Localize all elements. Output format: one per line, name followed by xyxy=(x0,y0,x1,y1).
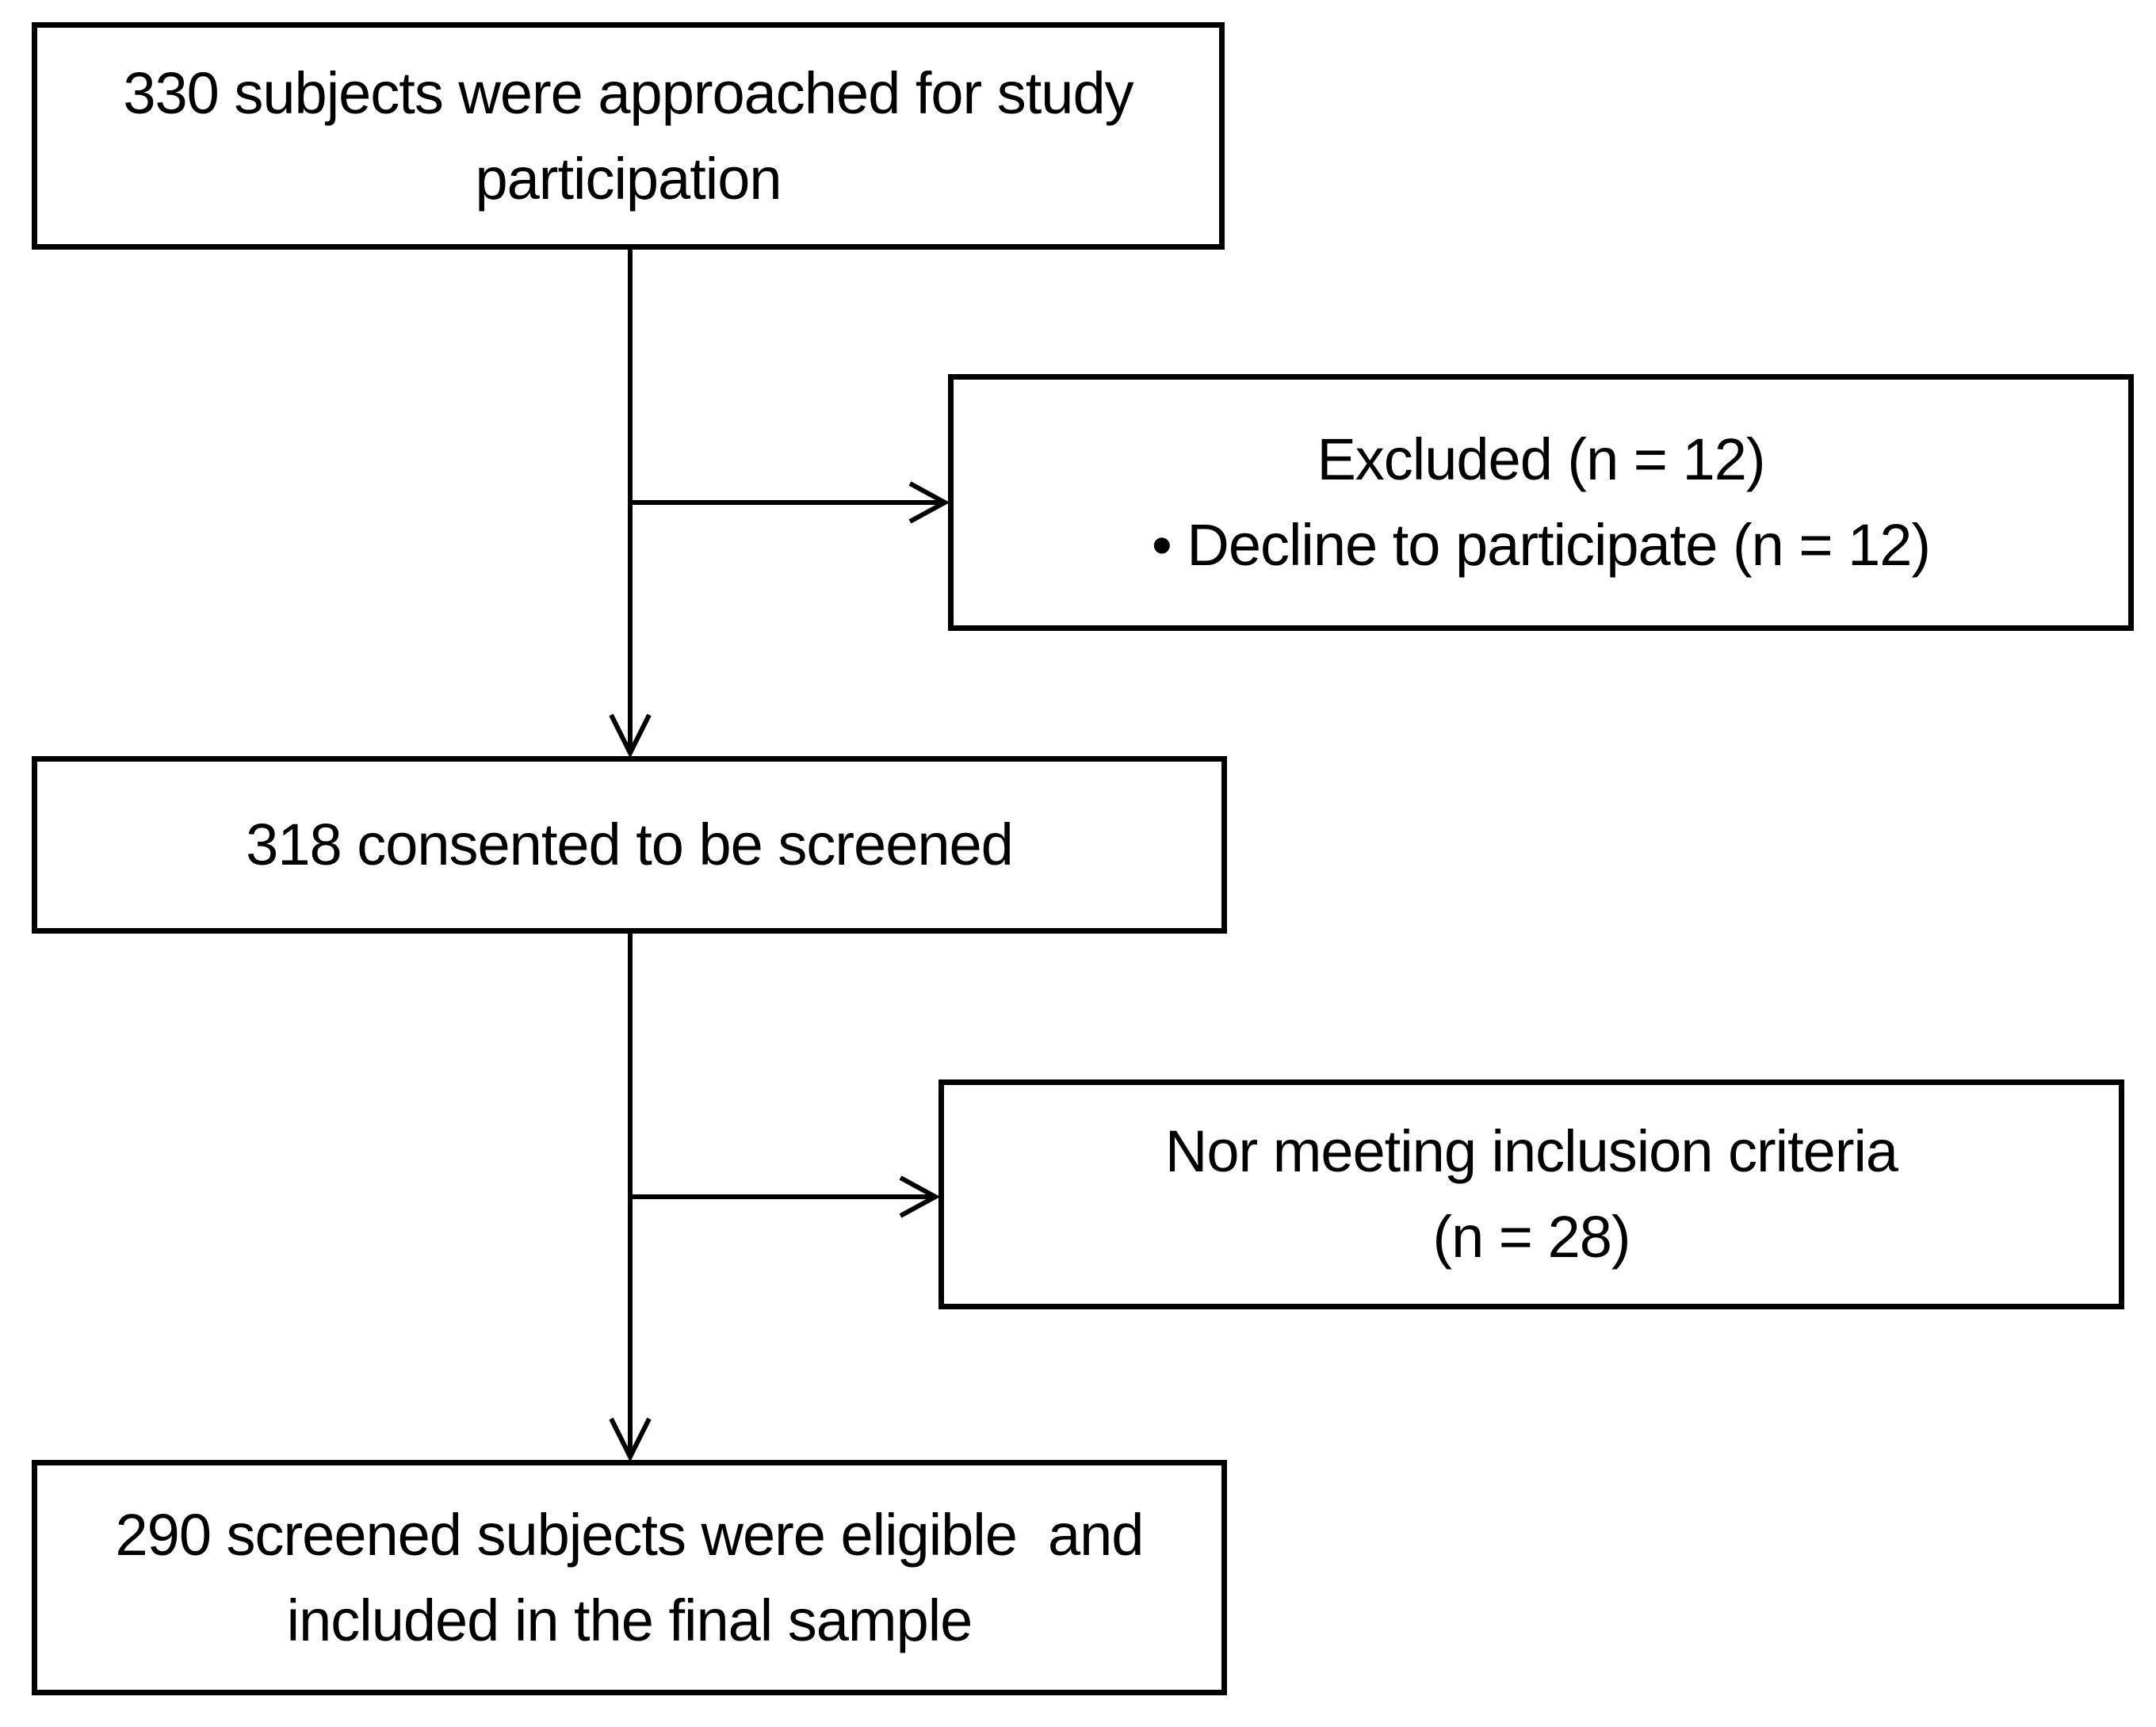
not-meeting-line-1: Nor meeting inclusion criteria xyxy=(1164,1118,1898,1184)
arrowhead-to-not-meeting xyxy=(899,1175,941,1218)
final-sample-box: 290 screened subjects were eligible and … xyxy=(32,1460,1227,1695)
approached-box: 330 subjects were approached for study p… xyxy=(32,22,1225,250)
approached-line-2: participation xyxy=(475,145,782,212)
consented-line-1: 318 consented to be screened xyxy=(246,812,1014,877)
approached-line-1: 330 subjects were approached for study xyxy=(123,59,1133,126)
arrowhead-to-consented xyxy=(609,713,652,758)
excluded-heading: Excluded (n = 12) xyxy=(1317,426,1765,492)
consented-box: 318 consented to be screened xyxy=(32,756,1227,934)
arrowhead-to-excluded xyxy=(908,481,950,524)
not-meeting-criteria-box: Nor meeting inclusion criteria (n = 28) xyxy=(938,1079,2124,1309)
final-sample-line-1: 290 screened subjects were eligible and xyxy=(115,1501,1145,1568)
arrowhead-to-final xyxy=(609,1417,652,1462)
final-sample-line-2: included in the final sample xyxy=(286,1587,973,1653)
excluded-reason: • Decline to participate (n = 12) xyxy=(1151,512,1931,578)
excluded-box: Excluded (n = 12) • Decline to participa… xyxy=(948,374,2134,631)
not-meeting-line-2: (n = 28) xyxy=(1432,1204,1630,1270)
